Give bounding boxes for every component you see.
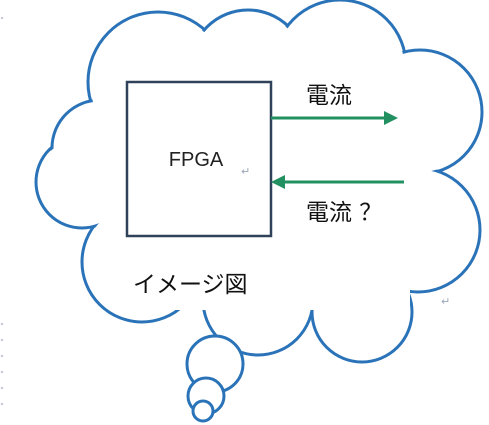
current-in-arrow (271, 175, 404, 189)
paragraph-mark-right: ↵ (441, 295, 450, 308)
current-in-label: 電流 ？ (306, 200, 382, 226)
margin-dots (1, 17, 3, 405)
thought-bubbles (185, 334, 245, 423)
fpga-chip-box (125, 80, 273, 238)
fpga-label: FPGA (169, 149, 224, 171)
current-out-arrow (271, 111, 398, 125)
paragraph-mark: ↵ (241, 165, 250, 178)
thought-bubble-small (191, 399, 215, 423)
current-out-label: 電流 (306, 83, 352, 109)
image-caption: イメージ図 (133, 272, 248, 298)
